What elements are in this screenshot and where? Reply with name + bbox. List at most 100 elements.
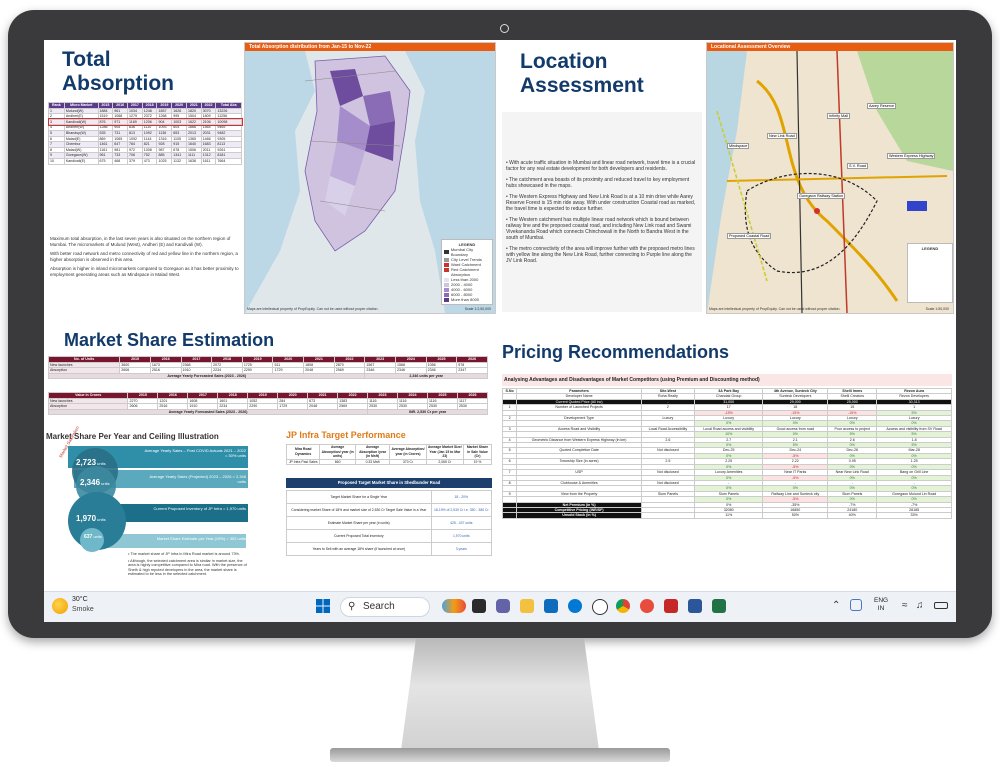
word-icon[interactable] <box>688 599 702 613</box>
pct-cell: 5% <box>876 409 952 417</box>
pct-row: 0%-5%0%0% <box>501 496 952 503</box>
summary-row: Unsold Stock (in %)11%50%40%33% <box>501 512 952 519</box>
table-cell: Bang on Grill Line <box>876 469 952 476</box>
table-cell: 1636 <box>185 157 202 165</box>
legend-swatch <box>444 292 449 297</box>
pdf-icon[interactable] <box>664 599 678 613</box>
dell-icon[interactable] <box>592 599 608 615</box>
units-band: Average Yearly Forecasted Sales (2023 - … <box>47 372 366 380</box>
summary-cell <box>640 512 695 519</box>
funnel-band-4 <box>86 534 246 548</box>
app-icon[interactable] <box>640 599 654 613</box>
legend-label: Red Catchment <box>451 267 479 272</box>
map-label: New Link Road <box>767 133 797 139</box>
table-cell: 5 <box>501 447 518 454</box>
location-title-1: Location <box>520 50 608 73</box>
table-header-cell: Value in Crores <box>47 392 129 399</box>
table-cell: Luxury <box>876 414 952 422</box>
battery-icon[interactable] <box>934 602 948 609</box>
pct-cell: 0% <box>827 474 878 481</box>
language-indicator[interactable]: ENG IN <box>874 597 888 613</box>
table-cell: 1.8 <box>876 436 952 444</box>
chevron-up-icon[interactable]: ⌃ <box>832 600 841 611</box>
excel-icon[interactable] <box>712 599 726 613</box>
volume-icon[interactable]: ♫ <box>916 600 924 611</box>
absorption-header-cell: Total Abs <box>215 102 242 109</box>
legend-swatch <box>444 277 449 282</box>
jp-target-value: 1,970 units <box>430 529 493 543</box>
table-cell: 978 <box>456 361 488 369</box>
weather-temp[interactable]: 30°C <box>72 596 88 603</box>
weather-desc[interactable]: Smoke <box>72 606 94 613</box>
table-cell: 379 <box>127 157 143 165</box>
chrome-icon[interactable] <box>616 599 630 613</box>
table-cell: 11256 <box>215 113 242 120</box>
location-map-legend: LEGEND <box>907 243 953 303</box>
table-cell: 0.95 <box>827 458 878 465</box>
legend-label: Absorption <box>451 272 471 277</box>
table-cell: 473 <box>141 157 158 165</box>
task-view-icon[interactable] <box>472 599 486 613</box>
taskbar-search[interactable]: ⚲ Search <box>340 597 430 617</box>
summary-label: Unsold Stock (in %) <box>516 512 642 519</box>
jp-target-value: 3 years <box>430 542 493 556</box>
legend-item: 4000 - 6000 <box>444 287 490 292</box>
table-cell: Kandivali(W) <box>63 118 99 126</box>
table-cell: Andheri(E) <box>63 113 99 120</box>
taskbar: 30°C Smoke ⚲ Search <box>44 591 956 622</box>
table-cell: 995 <box>171 113 187 120</box>
table-cell: - <box>876 479 952 487</box>
table-cell: Dec-26 <box>827 447 878 454</box>
table-cell: Geometric Distance from Western Express … <box>516 436 642 444</box>
bullet-item: Maximum total absorption, in the last se… <box>50 236 231 247</box>
table-cell: Mulund(W) <box>63 107 99 115</box>
absorption-header-cell: 2017 <box>127 102 143 109</box>
pct-cell: 5% <box>876 431 952 438</box>
store-icon[interactable] <box>544 599 558 613</box>
edge-icon[interactable] <box>568 599 582 613</box>
file-explorer-icon[interactable] <box>520 599 534 613</box>
table-cell: Railway Line and Sunteck city <box>762 490 829 498</box>
jp-header-cell: Average Market Size/ Year (Jan 15 to Mar… <box>425 444 464 460</box>
table-cell: Not disclosed <box>640 447 695 454</box>
jp-cell: JP Infra Past Sales <box>285 458 321 466</box>
table-header-cell: 2026 <box>456 356 488 363</box>
wifi-icon[interactable]: ≈ <box>902 600 908 611</box>
weather-icon[interactable] <box>52 598 68 614</box>
table-cell: 7664 <box>215 157 242 165</box>
table-cell: 8 <box>501 479 518 487</box>
onedrive-icon[interactable] <box>850 599 862 611</box>
pct-cell: 0% <box>876 463 952 471</box>
table-cell: 1025 <box>156 157 173 165</box>
note-item: • Although, the selected catchment area … <box>128 558 247 577</box>
table-cell: 4 <box>501 436 518 444</box>
chat-icon[interactable] <box>496 599 510 613</box>
table-cell: 13226 <box>215 107 242 115</box>
table-cell: Shelli Creators <box>827 393 878 400</box>
region-code: IN <box>877 605 885 612</box>
start-button[interactable] <box>316 599 330 613</box>
table-row: Considering market Share of 18% and mark… <box>286 503 493 517</box>
table-cell: 2 <box>640 404 695 411</box>
legend-swatch <box>444 282 449 287</box>
funnel-value-number: 637 <box>84 534 93 540</box>
jp-cell: 370 Cr <box>389 458 427 466</box>
jp-title: JP Infra Target Performance <box>286 430 406 440</box>
jp-cell: 0.33 Msft <box>354 458 391 466</box>
absorption-map-header: Total Absorption distribution from Jan-1… <box>245 43 495 51</box>
pricing-subtitle: Analysing Advantages and Disadvantages o… <box>502 374 952 386</box>
absorption-map-footer: Maps are intellectual property of PropEq… <box>247 306 379 311</box>
table-cell: Luxury <box>827 414 878 422</box>
summary-cell: 50% <box>762 512 829 519</box>
legend-label: 2000 - 4000 <box>451 282 473 287</box>
table-cell: New launches <box>47 397 129 405</box>
table-cell: 2530 <box>456 403 489 410</box>
widgets-icon[interactable] <box>442 599 466 613</box>
